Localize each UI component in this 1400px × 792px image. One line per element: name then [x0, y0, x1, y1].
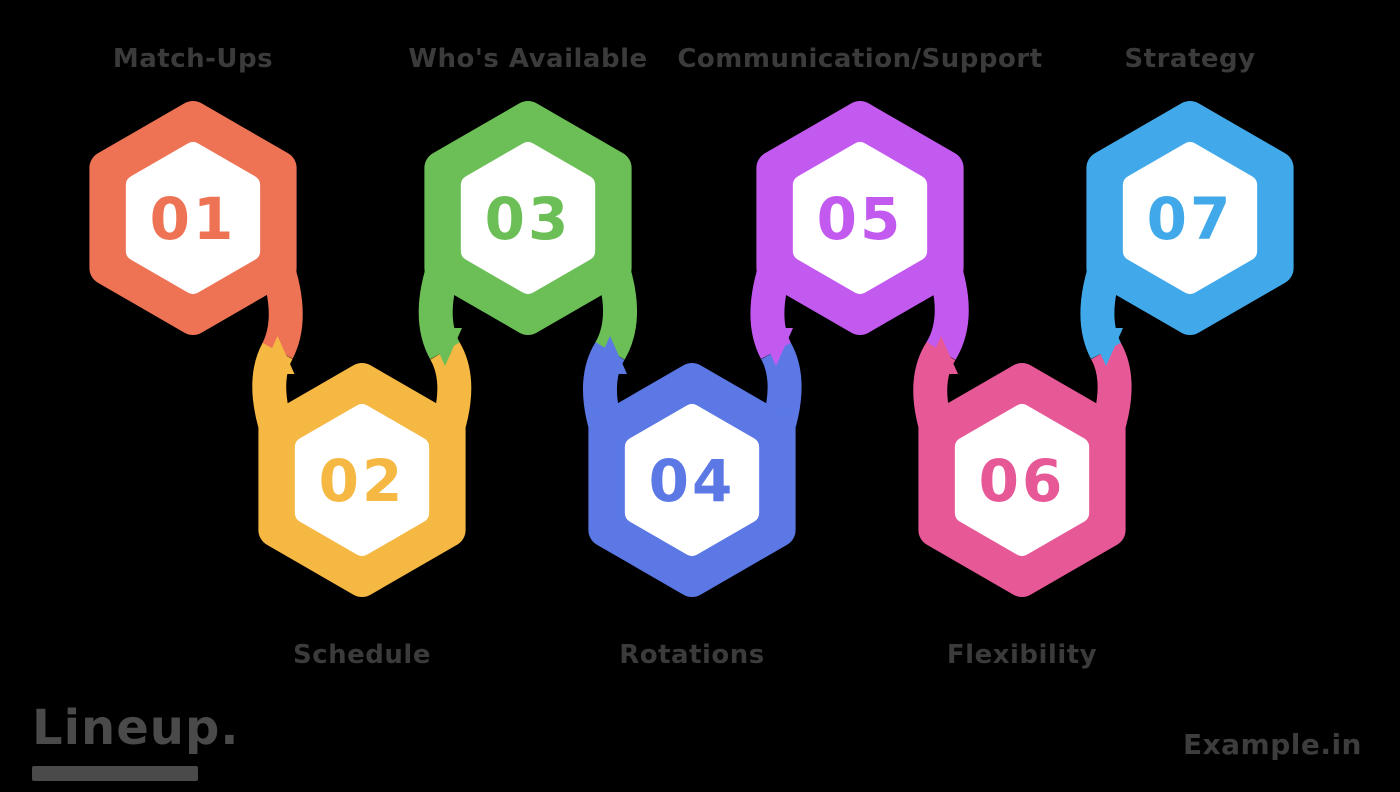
step-number: 02 — [319, 447, 406, 515]
interlock-tip — [428, 328, 462, 366]
step-hexagon-inner — [125, 142, 261, 294]
step-hexagon-inner — [954, 404, 1090, 556]
interlock-tip — [759, 328, 793, 366]
step-label: Rotations — [619, 640, 765, 670]
step-number: 07 — [1147, 185, 1234, 253]
interlock-tip — [593, 336, 627, 374]
step-number: 05 — [817, 185, 904, 253]
step-label: Communication/Support — [677, 44, 1043, 74]
brand-block: Lineup. — [32, 700, 240, 781]
step-number: 06 — [979, 447, 1066, 515]
step-label: Match-Ups — [112, 44, 274, 74]
step-hexagon-inner — [624, 404, 760, 556]
brand-underline — [32, 766, 198, 781]
step-hexagon-inner — [1122, 142, 1258, 294]
step-label: Who's Available — [408, 44, 648, 74]
step-hexagon-inner — [294, 404, 430, 556]
step-hexagon-inner — [792, 142, 928, 294]
step-number: 04 — [649, 447, 736, 515]
step-hexagon-inner — [460, 142, 596, 294]
step-label: Flexibility — [946, 640, 1098, 670]
interlock-tip — [260, 336, 295, 374]
watermark: Example.in — [1182, 728, 1362, 761]
step-number: 03 — [485, 185, 572, 253]
step-label: Schedule — [293, 640, 431, 670]
interlock-tip — [924, 336, 958, 374]
step-number: 01 — [150, 185, 237, 253]
step-label: Strategy — [1124, 44, 1256, 74]
brand-title: Lineup. — [32, 700, 240, 756]
interlock-tip — [1089, 328, 1123, 366]
